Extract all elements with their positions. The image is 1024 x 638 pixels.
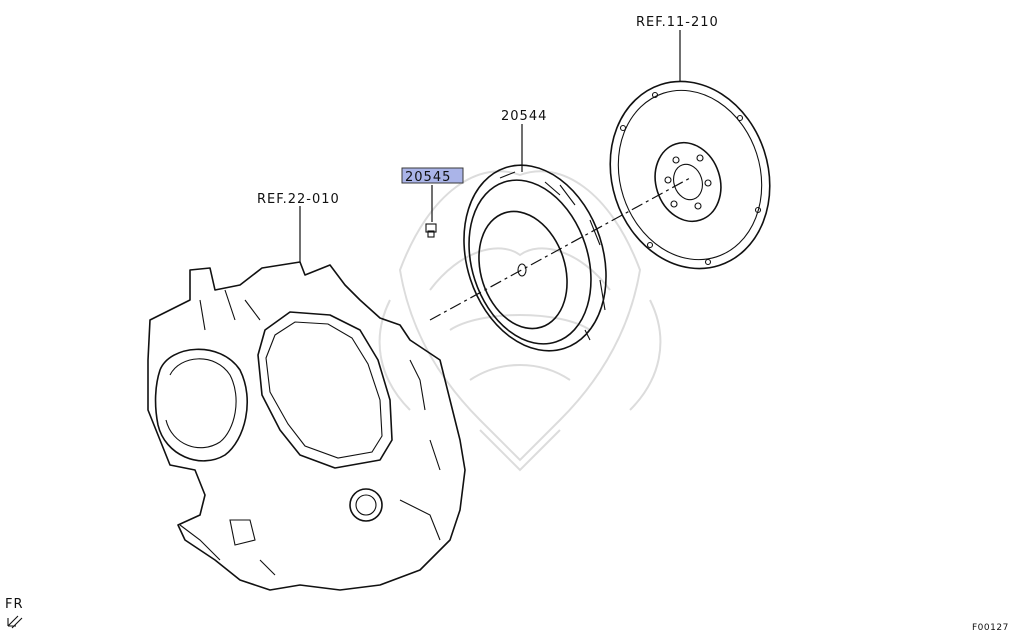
- fr-label: FR: [5, 597, 24, 612]
- bolt-20545[interactable]: [425, 223, 437, 238]
- transmission-case[interactable]: [147, 261, 466, 591]
- callout-ref-case[interactable]: REF.22-010: [257, 192, 340, 207]
- fr-arrow-icon: [7, 615, 23, 629]
- highlight-box-20545: [401, 167, 464, 184]
- drive-plate-20544[interactable]: [441, 147, 629, 370]
- watermark-emblem: [378, 170, 662, 472]
- center-axis-line: [429, 177, 691, 321]
- callout-part-20544[interactable]: 20544: [501, 109, 547, 124]
- callout-ref-flywheel[interactable]: REF.11-210: [636, 15, 719, 30]
- figure-id: F00127: [972, 623, 1009, 633]
- fr-orientation: FR: [5, 597, 24, 629]
- flywheel[interactable]: [586, 61, 793, 290]
- callout-part-20545[interactable]: 20545: [405, 170, 451, 185]
